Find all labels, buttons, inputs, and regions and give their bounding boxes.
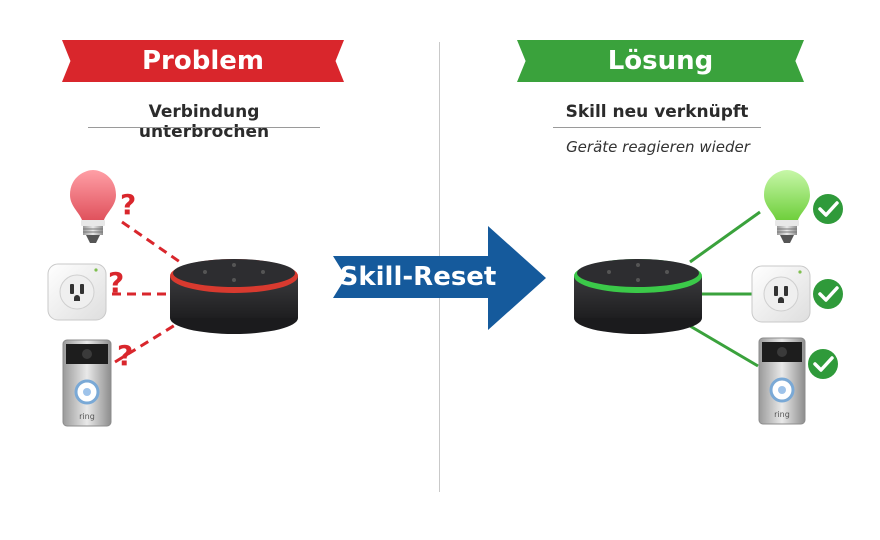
checkmark-icon [813, 194, 843, 224]
smart-bulb-icon [764, 170, 810, 243]
question-mark-icon: ? [117, 339, 133, 372]
video-doorbell-icon: ring [758, 337, 806, 425]
line-doorbell [689, 324, 759, 368]
smart-speaker-icon [574, 259, 702, 334]
skill-reset-arrow-label-wrap: Skill-Reset [333, 224, 548, 332]
dashed-line-doorbell [114, 320, 181, 364]
solution-connection-lines [689, 210, 761, 368]
skill-reset-arrow [333, 226, 546, 330]
video-doorbell-icon: ring [62, 339, 112, 427]
smart-speaker-icon [170, 259, 298, 334]
ring-label: ring [774, 410, 790, 419]
smart-plug-icon [47, 263, 107, 321]
smart-bulb-icon [70, 170, 116, 243]
solution-title: Lösung [607, 46, 714, 76]
checkmark-icon [808, 349, 838, 379]
solution-subtitle: Skill neu verknüpft [565, 102, 749, 122]
ring-label: ring [79, 412, 95, 421]
smart-plug-icon [751, 265, 811, 323]
skill-reset-label: Skill-Reset [339, 262, 497, 292]
problem-connection-lines [112, 220, 181, 364]
problem-title: Problem [142, 46, 264, 76]
solution-subtitle-rule [553, 127, 761, 128]
question-mark-icon: ? [108, 266, 124, 299]
solution-caption: Geräte reagieren wieder [566, 138, 750, 156]
checkmark-icon [813, 279, 843, 309]
dashed-line-bulb [121, 220, 181, 264]
line-bulb [689, 210, 761, 264]
question-mark-icon: ? [120, 188, 136, 221]
solution-banner: Lösung [517, 40, 804, 82]
problem-banner: Problem [62, 40, 344, 82]
problem-subtitle-rule [88, 127, 320, 128]
